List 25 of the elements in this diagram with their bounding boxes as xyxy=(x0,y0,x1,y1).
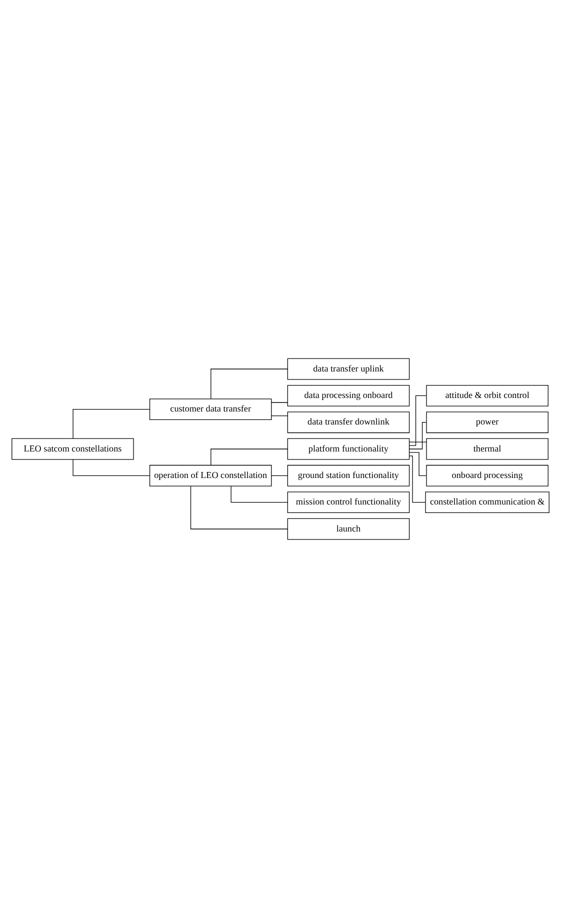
node-box: platform functionality xyxy=(287,438,410,460)
connector xyxy=(271,402,288,403)
connector xyxy=(409,422,427,450)
connector xyxy=(271,475,288,476)
node-box: launch xyxy=(287,518,410,540)
connector xyxy=(230,486,288,503)
node-box: customer data transfer xyxy=(149,398,272,420)
node-box: data transfer downlink xyxy=(287,412,410,434)
node-box: power xyxy=(426,412,548,434)
connector xyxy=(190,486,288,530)
node-box: constellation communication & xyxy=(425,492,550,514)
connector xyxy=(210,448,288,466)
connector xyxy=(210,368,288,400)
node-box: data processing onboard xyxy=(287,384,410,406)
node-box: data transfer uplink xyxy=(287,358,410,380)
node-box: thermal xyxy=(426,438,548,460)
node-box: attitude & orbit control xyxy=(426,384,548,406)
connector xyxy=(409,452,427,476)
node-box: onboard processing xyxy=(426,464,548,486)
connector xyxy=(72,459,150,476)
node-box: mission control functionality xyxy=(287,492,410,514)
connector xyxy=(72,409,150,439)
node-box: LEO satcom constellations xyxy=(12,438,134,460)
node-box: ground station functionality xyxy=(287,464,410,486)
node-box: operation of LEO constellation xyxy=(149,464,272,486)
